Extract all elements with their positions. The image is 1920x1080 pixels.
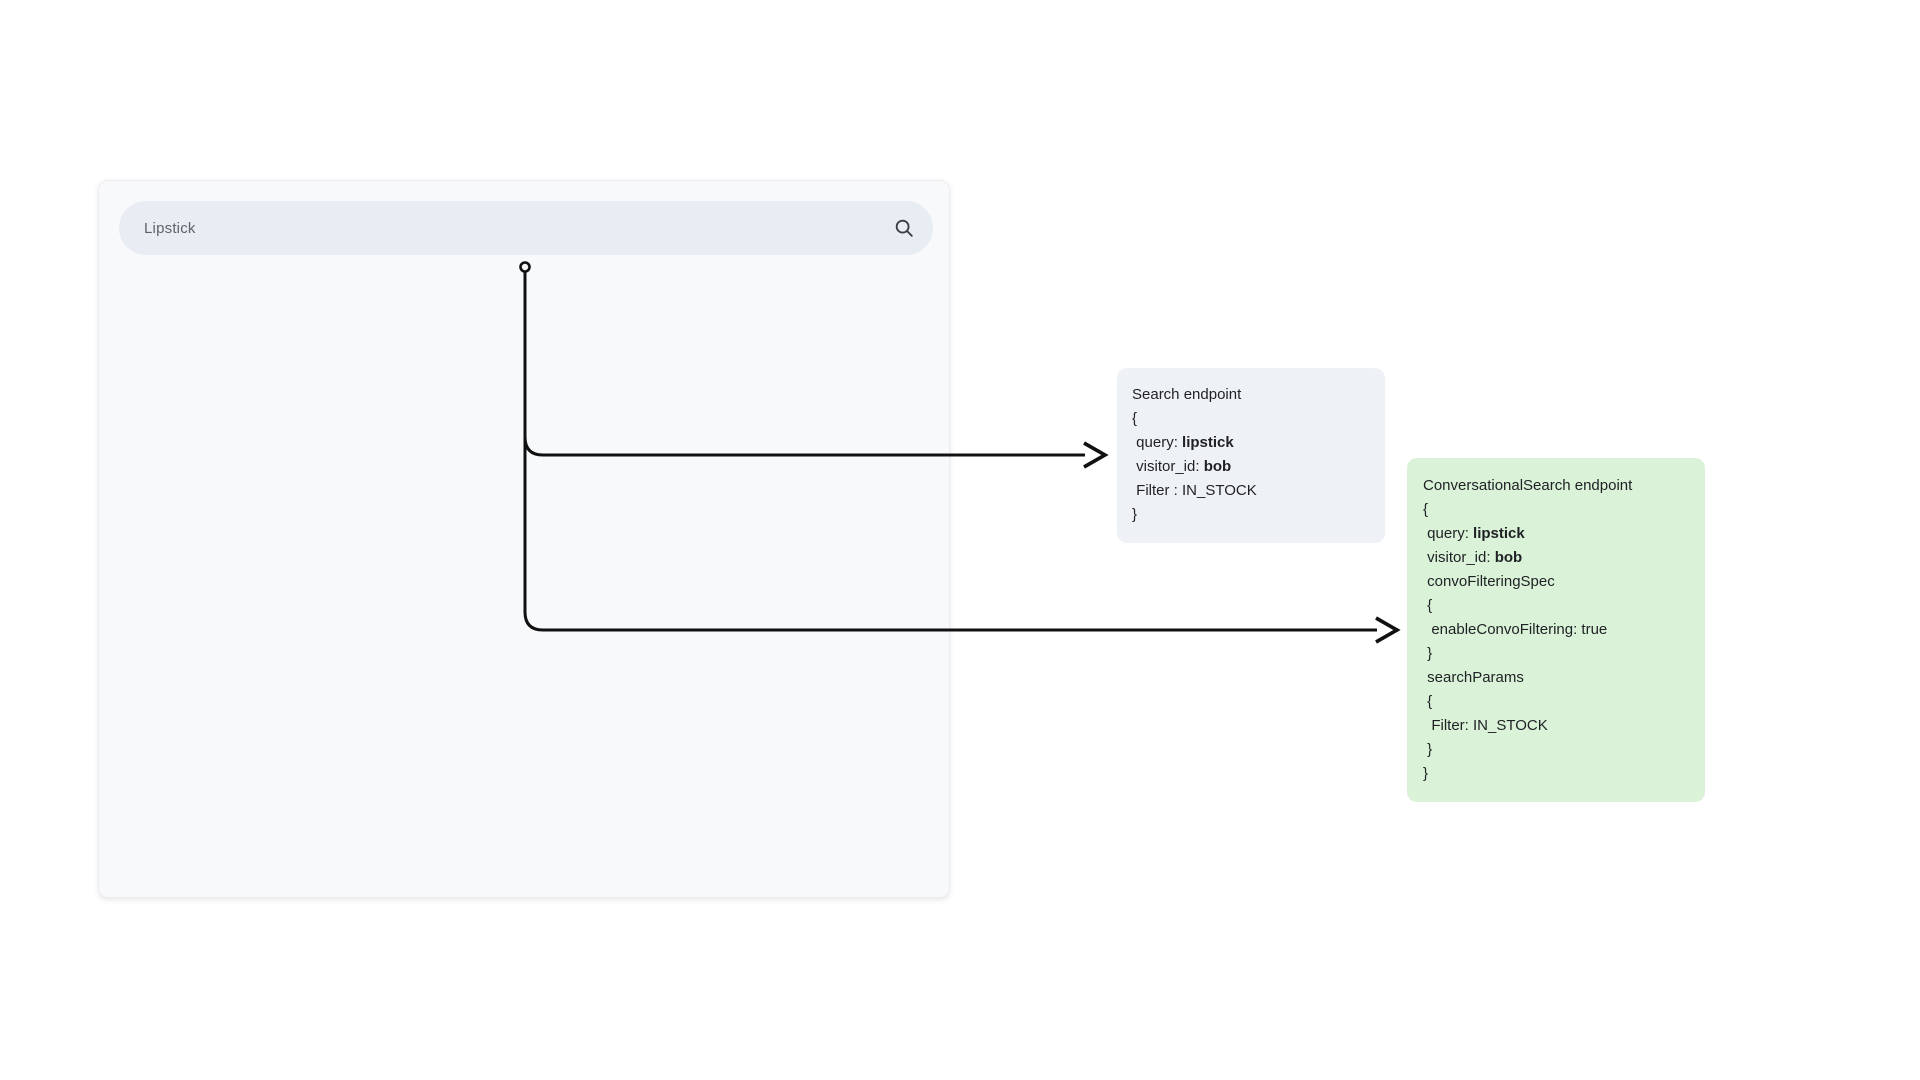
search-icon[interactable] xyxy=(893,217,915,239)
search-bar[interactable]: Lipstick xyxy=(119,201,933,255)
code-line: ConversationalSearch endpoint xyxy=(1423,477,1633,494)
code-line: { xyxy=(1132,410,1138,427)
code-line: } xyxy=(1423,741,1433,758)
arrowhead-conversational xyxy=(1375,616,1401,644)
code-line: } xyxy=(1132,506,1138,523)
code-line: { xyxy=(1423,501,1429,518)
conversational-search-endpoint-box: ConversationalSearch endpoint { query: li… xyxy=(1407,458,1705,802)
code-line: query: lipstick xyxy=(1423,525,1525,542)
code-line: } xyxy=(1423,645,1433,662)
code-line: { xyxy=(1423,597,1433,614)
code-line: } xyxy=(1423,765,1429,782)
code-line: convoFilteringSpec xyxy=(1423,573,1555,590)
search-app-panel: Lipstick xyxy=(98,180,950,898)
search-endpoint-box: Search endpoint { query: lipstick visitor… xyxy=(1117,368,1385,543)
code-line: visitor_id: bob xyxy=(1423,549,1523,566)
code-line: searchParams xyxy=(1423,669,1524,686)
code-line: query: lipstick xyxy=(1132,434,1234,451)
code-line: Search endpoint xyxy=(1132,386,1242,403)
code-line: enableConvoFiltering: true xyxy=(1423,621,1608,638)
code-line: Filter: IN_STOCK xyxy=(1423,717,1548,734)
code-line: Filter : IN_STOCK xyxy=(1132,482,1257,499)
arrowhead-search xyxy=(1083,441,1109,469)
code-line: visitor_id: bob xyxy=(1132,458,1232,475)
code-line: { xyxy=(1423,693,1433,710)
search-input[interactable]: Lipstick xyxy=(144,219,196,237)
